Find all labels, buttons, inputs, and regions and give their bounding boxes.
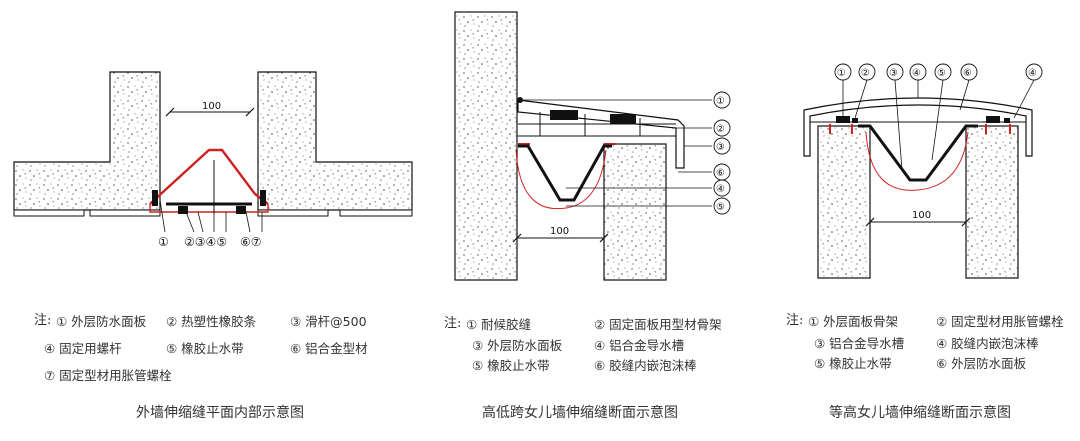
fig3-callout: ⑤ <box>937 68 946 79</box>
fig3-callout: ⑥ <box>963 68 972 79</box>
figure-3-section-drawing: 100 ① ② ③ ④ ⑤ ⑥ ④ <box>803 63 1043 279</box>
right-wall <box>257 71 413 211</box>
note-item: ① 外层面板骨架 <box>808 314 899 329</box>
note-item: ⑤ 橡胶止水带 <box>472 358 550 373</box>
rubber-waterstop <box>149 148 269 205</box>
note-lead: 注: <box>444 316 462 331</box>
tall-wall <box>454 11 518 281</box>
figure-2-section-drawing: 100 ① ② ③ ⑥ ④ ⑤ <box>454 11 731 281</box>
fig2-callout: ① <box>716 96 725 107</box>
rubber-waterstop-arc <box>515 149 607 210</box>
expansion-joint-drawings: 100 ① ②③④⑤ ⑥⑦ <box>13 11 1043 281</box>
note-item: ② 固定型材用胀管螺栓 <box>936 314 1064 329</box>
figure-1-caption: 外墙伸缩缝平面内部示意图 <box>136 405 304 421</box>
note-item: ③ 滑杆@500 <box>290 314 367 329</box>
note-item: ② 固定面板用型材骨架 <box>594 317 722 332</box>
note-item: ② 热塑性橡胶条 <box>166 314 257 329</box>
fig3-callout: ① <box>837 68 846 79</box>
fig3-dimension-label: 100 <box>912 210 931 221</box>
fig3-callout: ③ <box>889 68 898 79</box>
fig2-callout: ⑥ <box>716 168 725 179</box>
cover-panel <box>517 99 685 169</box>
note-item: ① 外层防水面板 <box>56 314 147 329</box>
figure-1-plan-drawing: 100 ① ②③④⑤ ⑥⑦ <box>13 71 413 249</box>
fig2-dimension-label: 100 <box>550 226 569 237</box>
right-parapet <box>965 125 1019 279</box>
aluminum-drain <box>858 124 978 182</box>
note-item: ⑦ 固定型材用胀管螺栓 <box>44 368 172 383</box>
left-parapet <box>817 125 871 279</box>
note-item: ⑥ 胶缝内嵌泡沫棒 <box>594 358 697 373</box>
fig3-callout: ④ <box>912 68 921 79</box>
fig3-callout: ④ <box>1028 68 1037 79</box>
cover-panel <box>803 97 1033 157</box>
left-wall <box>13 71 161 211</box>
fig2-callout: ③ <box>716 142 725 153</box>
rubber-waterstop-arc <box>865 131 969 191</box>
fig1-callout: ②③④⑤ <box>184 235 227 249</box>
note-item: ⑥ 铝合金型材 <box>290 341 368 356</box>
note-lead: 注: <box>786 313 804 328</box>
note-item: ③ 外层防水面板 <box>472 338 563 353</box>
aluminum-drain <box>518 144 612 202</box>
fig2-callout: ⑤ <box>716 202 725 213</box>
fig2-callout: ④ <box>716 184 725 195</box>
note-item: ⑥ 外层防水面板 <box>936 356 1027 371</box>
low-parapet <box>603 143 667 281</box>
note-item: ④ 胶缝内嵌泡沫棒 <box>936 336 1039 351</box>
note-item: ④ 固定用螺杆 <box>44 341 122 356</box>
fig2-callout: ② <box>716 124 725 135</box>
note-item: ⑤ 橡胶止水带 <box>166 341 244 356</box>
fig1-dimension-label: 100 <box>202 101 221 112</box>
fig1-callout: ⑥⑦ <box>240 235 262 249</box>
figure-2-caption: 高低跨女儿墙伸缩缝断面示意图 <box>482 405 678 421</box>
note-lead: 注: <box>34 313 52 328</box>
note-item: ③ 铝合金导水槽 <box>814 336 905 351</box>
note-item: ④ 铝合金导水槽 <box>594 338 685 353</box>
fig3-callout: ② <box>861 68 870 79</box>
fig1-callout: ① <box>158 235 169 249</box>
note-item: ① 耐候胶缝 <box>466 317 532 332</box>
note-item: ⑤ 橡胶止水带 <box>814 356 892 371</box>
figure-3-caption: 等高女儿墙伸缩缝断面示意图 <box>829 405 1011 421</box>
